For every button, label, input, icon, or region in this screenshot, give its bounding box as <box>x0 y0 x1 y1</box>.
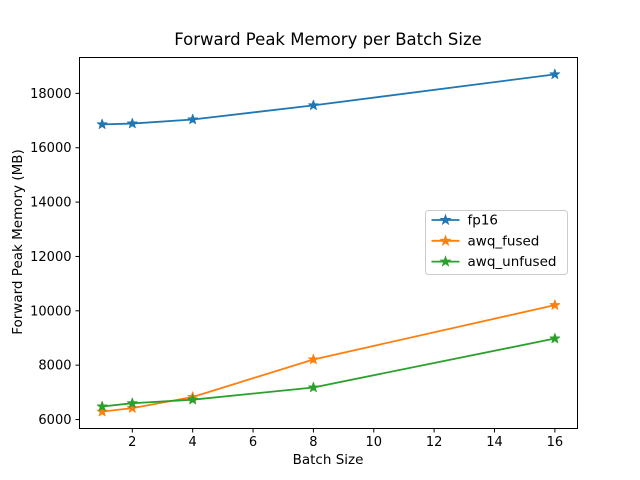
series-marker-awq_fused <box>96 406 108 417</box>
y-tick-label: 10000 <box>30 304 71 319</box>
chart-title: Forward Peak Memory per Batch Size <box>174 30 482 49</box>
legend-marker-fp16 <box>439 213 452 226</box>
series-marker-fp16 <box>126 117 138 129</box>
x-tick-label: 14 <box>486 435 503 450</box>
series-line-awq_fused <box>101 304 556 413</box>
y-tick-label: 6000 <box>38 413 71 428</box>
series-marker-awq_unfused <box>126 397 138 408</box>
series-marker-awq_unfused <box>96 400 108 412</box>
y-axis-label: Forward Peak Memory (MB) <box>10 149 26 335</box>
series-marker-awq_unfused <box>549 332 561 344</box>
series-marker-fp16 <box>187 113 199 125</box>
series-line-awq_unfused <box>101 337 556 408</box>
x-axis-label: Batch Size <box>292 452 364 468</box>
series-marker-awq_unfused <box>308 381 319 393</box>
legend-marker-awq_unfused <box>439 255 452 267</box>
axes-frame <box>79 57 578 429</box>
legend-label-awq_unfused: awq_unfused <box>468 254 557 270</box>
series-marker-awq_fused <box>308 353 319 365</box>
y-tick-label: 12000 <box>30 250 71 265</box>
legend-box <box>425 210 568 275</box>
y-tick-label: 8000 <box>38 359 71 374</box>
x-tick-label: 12 <box>426 435 443 450</box>
x-tick-label: 4 <box>189 435 197 450</box>
y-tick-label: 14000 <box>30 196 71 211</box>
x-tick-label: 2 <box>128 435 136 450</box>
series-marker-awq_unfused <box>187 394 199 405</box>
legend-marker-awq_fused <box>439 234 452 246</box>
x-tick-label: 6 <box>249 435 257 450</box>
x-tick-label: 8 <box>309 435 317 450</box>
series-marker-awq_fused <box>549 299 561 310</box>
legend-label-fp16: fp16 <box>468 213 499 229</box>
y-tick-label: 18000 <box>30 87 71 102</box>
series-marker-fp16 <box>96 118 108 129</box>
series-marker-fp16 <box>549 68 561 79</box>
legend-label-awq_fused: awq_fused <box>468 233 540 249</box>
x-tick-label: 10 <box>365 435 382 450</box>
x-tick-label: 16 <box>547 435 564 450</box>
series-line-fp16 <box>101 73 556 126</box>
series-marker-awq_fused <box>126 402 138 413</box>
y-tick-label: 16000 <box>30 141 71 156</box>
series-marker-fp16 <box>308 99 319 110</box>
